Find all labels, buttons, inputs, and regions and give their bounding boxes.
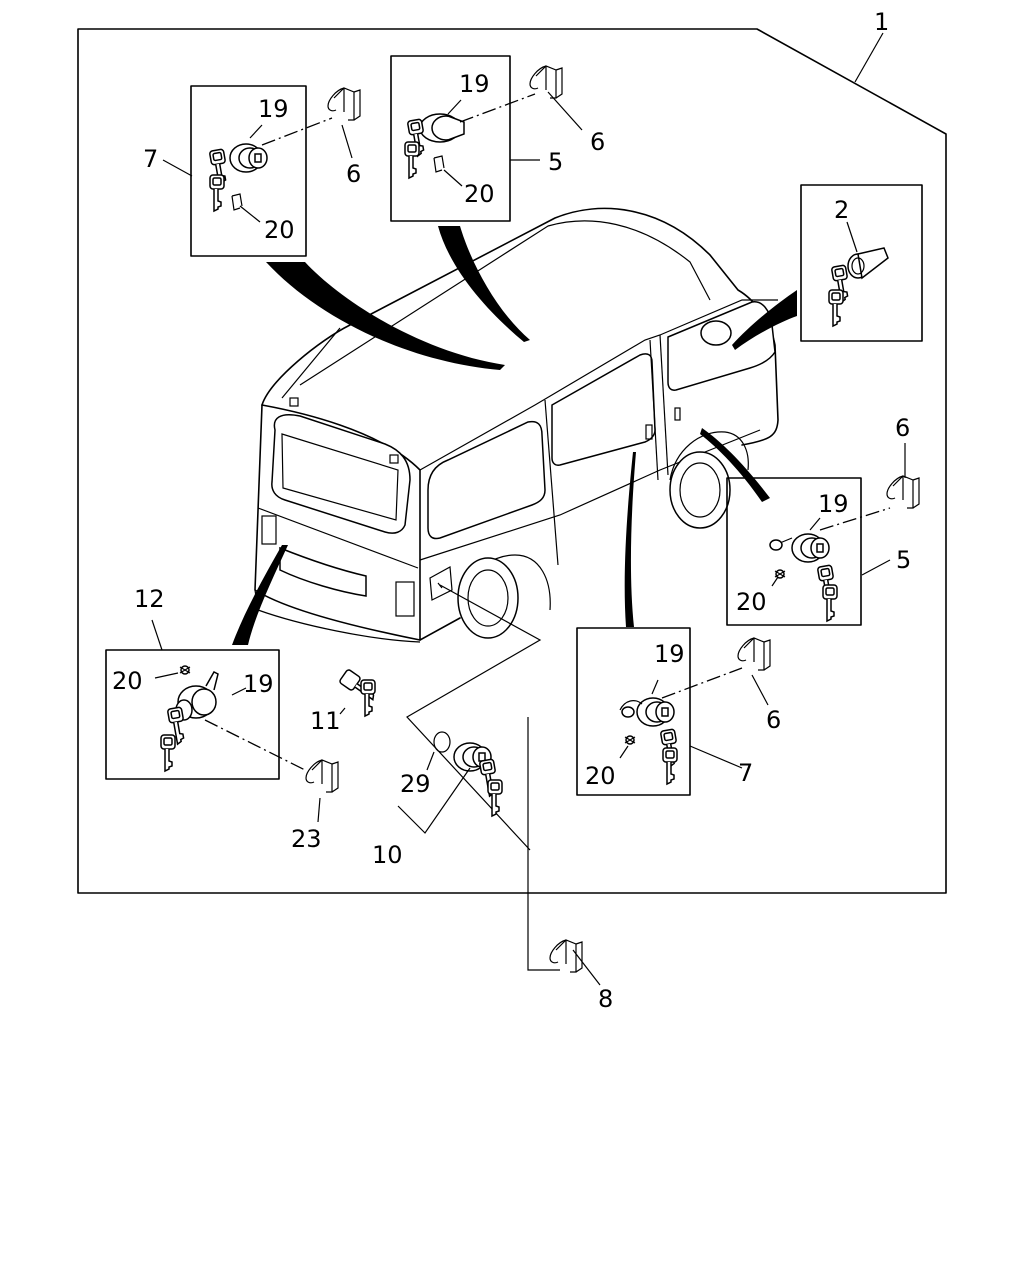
callout-6-topleft: 6 (346, 160, 361, 188)
callout-19-topleft: 19 (258, 95, 289, 123)
key-icon (209, 174, 225, 212)
callout-20-center: 20 (585, 762, 616, 790)
callout-20-topleft: 20 (264, 216, 295, 244)
callout-20-left: 20 (112, 667, 143, 695)
lock-cylinder-icon (229, 143, 268, 173)
callout-5-top: 5 (548, 148, 563, 176)
clip-icon (231, 193, 243, 211)
lock-cylinder-icon (636, 697, 675, 727)
box-lock-set-12 (105, 649, 280, 780)
van-icon (254, 207, 779, 643)
box-lock-set-5-right (726, 477, 862, 626)
clip-icon (529, 65, 563, 99)
clip-icon (433, 155, 445, 173)
callout-23: 23 (291, 825, 322, 853)
callout-6-right: 6 (895, 414, 910, 442)
callout-11: 11 (310, 707, 341, 735)
clip-icon (886, 475, 920, 509)
assembly-frame (77, 28, 947, 894)
callout-20-right: 20 (736, 588, 767, 616)
callout-19-topcenter: 19 (459, 70, 490, 98)
callout-19-center: 19 (654, 640, 685, 668)
callout-2: 2 (834, 196, 849, 224)
screw-icon (624, 735, 636, 745)
box-lock-set-7 (190, 85, 307, 257)
callout-20-topcenter: 20 (464, 180, 495, 208)
key-icon (160, 734, 176, 772)
key-icon (404, 141, 420, 179)
box-lock-set-7-center (576, 627, 691, 796)
lock-cylinder-icon (847, 247, 889, 280)
callout-7-topleft: 7 (143, 145, 158, 173)
callout-5-right: 5 (896, 546, 911, 574)
clip-icon (305, 759, 339, 793)
box-lock-set-2 (800, 184, 923, 342)
box-lock-set-5-top (390, 55, 511, 222)
key-icon (662, 747, 678, 785)
clip-icon (737, 637, 771, 671)
o-ring-icon (433, 731, 451, 753)
callout-19-left: 19 (243, 670, 274, 698)
lock-cylinder-icon (791, 533, 830, 563)
lock-cylinder-icon (419, 113, 465, 143)
clip-icon (327, 87, 361, 121)
key-icon (822, 584, 838, 622)
callout-1: 1 (874, 8, 889, 36)
key-icon (828, 289, 844, 327)
callout-6-topcenter: 6 (590, 128, 605, 156)
callout-6-center: 6 (766, 706, 781, 734)
callout-7-center: 7 (738, 759, 753, 787)
callout-12: 12 (134, 585, 165, 613)
callout-10: 10 (372, 841, 403, 869)
callout-8: 8 (598, 985, 613, 1013)
key-icon (487, 779, 503, 817)
screw-icon (774, 569, 786, 579)
callout-19-right: 19 (818, 490, 849, 518)
callout-29: 29 (400, 770, 431, 798)
screw-icon (179, 665, 191, 675)
